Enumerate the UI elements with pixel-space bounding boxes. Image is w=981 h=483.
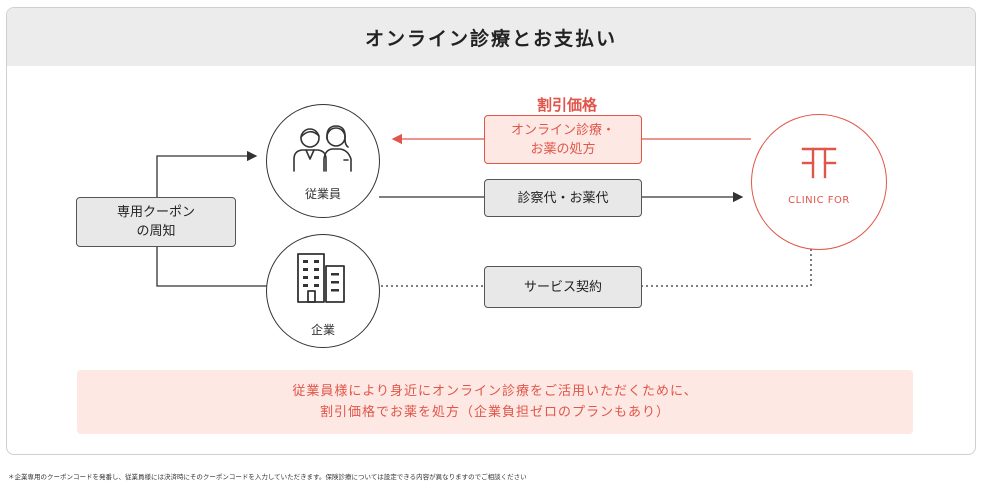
employee-label: 従業員 — [304, 187, 341, 201]
discount-label: 割引価格 — [536, 96, 597, 114]
payment-label: 診察代・お薬代 — [517, 190, 609, 206]
people-icon — [293, 125, 352, 172]
coupon-line-2: の周知 — [136, 224, 176, 239]
info-note: 従業員様により身近にオンライン診療をご活用いただくために、 割引価格でお薬を処方… — [77, 370, 913, 434]
coupon-to-company-line — [156, 246, 269, 287]
building-icon — [297, 253, 345, 303]
coupon-box: 専用クーポン の周知 — [76, 197, 236, 247]
diagram-panel: オンライン診療とお支払い 専用クーポン の周知 — [6, 7, 976, 455]
page-title: オンライン診療とお支払い — [364, 27, 617, 50]
note-line-1: 従業員様により身近にオンライン診療をご活用いただくために、 — [292, 384, 698, 399]
contract-dotted-line — [381, 234, 812, 287]
payment-box: 診察代・お薬代 — [484, 179, 642, 217]
coupon-line-1: 専用クーポン — [116, 205, 195, 220]
coupon-to-employee-line — [156, 150, 258, 197]
footnote: ＊企業専用のクーポンコードを発番し、従業員様には決済時にそのクーポンコードを入力… — [8, 473, 527, 481]
clinic-label: CLINIC FOR — [788, 195, 850, 206]
service-line-2: お薬の処方 — [530, 141, 596, 157]
employee-node: 従業員 — [266, 104, 380, 218]
contract-label: サービス契約 — [523, 279, 602, 295]
panel-header: オンライン診療とお支払い — [7, 8, 975, 66]
service-line-1: オンライン診療・ — [510, 122, 615, 138]
note-line-2: 割引価格でお薬を処方（企業負担ゼロのプランもあり） — [319, 405, 670, 420]
company-node: 企業 — [266, 234, 380, 348]
company-label: 企業 — [310, 323, 335, 337]
clinic-logo-icon — [801, 147, 837, 179]
contract-box: サービス契約 — [484, 266, 642, 308]
clinic-node: CLINIC FOR — [751, 114, 887, 250]
service-box: オンライン診療・ お薬の処方 — [484, 115, 642, 164]
